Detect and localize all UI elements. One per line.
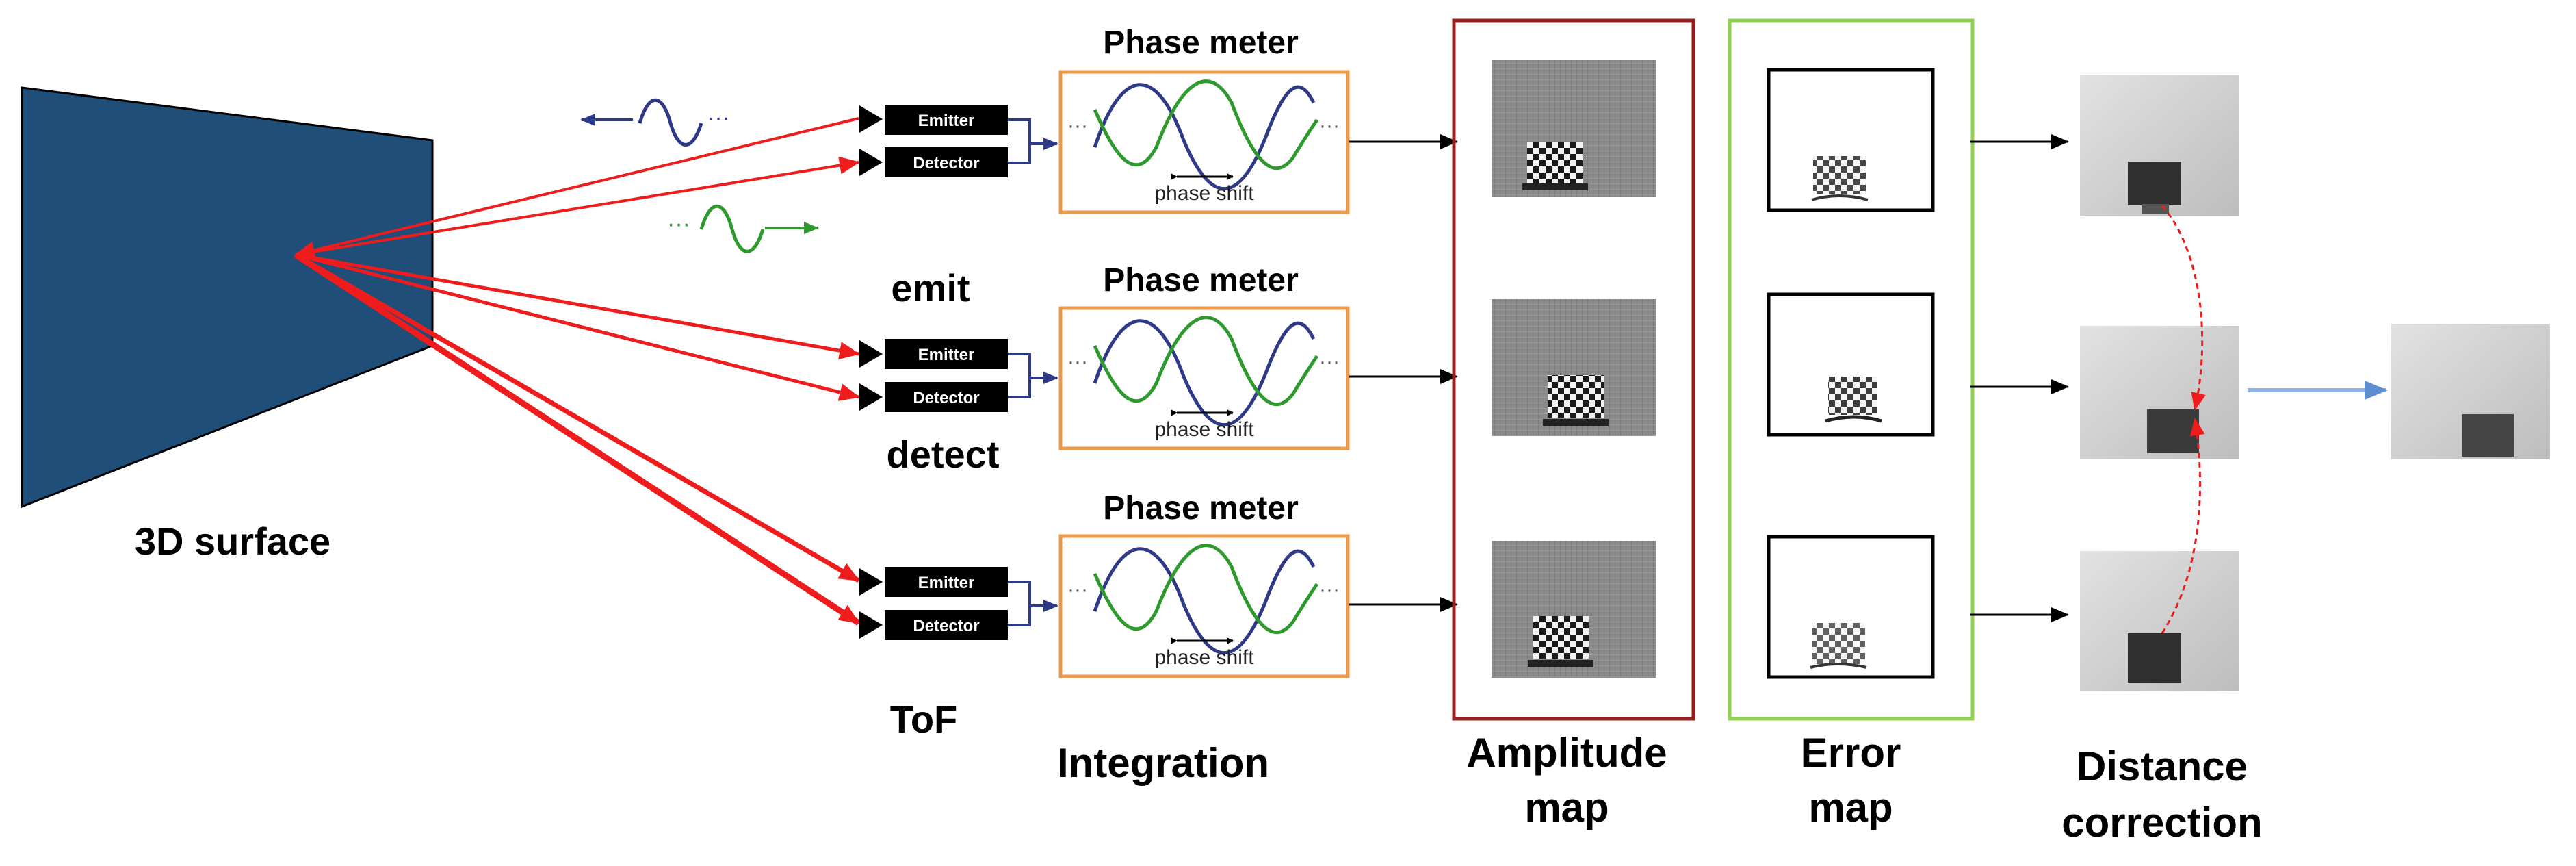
returned-wave-icon (699, 205, 765, 253)
detector-block (885, 382, 1008, 412)
beam-emit-3 (294, 252, 860, 583)
phase-meter-box (1058, 306, 1350, 450)
amplitude-image-1 (1492, 60, 1656, 197)
emitted-waveform (1093, 547, 1316, 655)
emitted-wave-icon (638, 99, 703, 147)
emitted-wave-glyph: ··· (580, 99, 730, 147)
beam-emit-1 (294, 117, 859, 259)
detect-label: detect (887, 433, 1000, 476)
phase-meter-title: Phase meter (1103, 262, 1299, 298)
error-image-3 (1767, 535, 1935, 679)
beams (294, 117, 861, 626)
amplitude-map-panel (1452, 18, 1695, 721)
detector-label: Detector (913, 617, 979, 635)
depth-image-corrected (2391, 324, 2550, 459)
phase-meter-dots-left: ··· (1067, 351, 1088, 373)
beam-return-1 (295, 156, 860, 256)
emitter-triangle-icon (859, 340, 883, 368)
emitter-label: Emitter (918, 574, 975, 592)
emitter-label: Emitter (918, 112, 975, 130)
depth-image-2 (2080, 326, 2239, 459)
beam-return-3 (294, 252, 861, 626)
phase-shift-label: phase shift (1154, 418, 1254, 441)
signal-connector (1008, 118, 1031, 164)
emitter-label: Emitter (918, 346, 975, 364)
phase-meter-dots-left: ··· (1067, 114, 1088, 137)
depth-image-1 (2080, 75, 2239, 216)
tof-label: ToF (890, 698, 957, 741)
returned-waveform (1093, 79, 1319, 170)
returned-wave-glyph: ··· (667, 205, 819, 253)
returned-waveform (1093, 316, 1319, 407)
phase-meter-dots-right: ··· (1319, 578, 1340, 601)
amplitude-image-2 (1492, 299, 1656, 436)
depth-image-3 (2080, 551, 2239, 691)
detector-triangle-icon (859, 149, 883, 176)
returned-waveform (1093, 544, 1319, 635)
signal-connector (1008, 581, 1031, 626)
distance-label-line2: correction (2061, 800, 2262, 845)
phase-meter-dots-right: ··· (1319, 114, 1340, 137)
error-label-line1: Error (1801, 730, 1901, 776)
amplitude-image-3 (1492, 541, 1656, 678)
beam-return-2 (295, 253, 860, 401)
detector-triangle-icon (859, 611, 883, 639)
emitted-wave-dots: ··· (707, 105, 730, 131)
detector-triangle-icon (859, 383, 883, 411)
phase-shift-label: phase shift (1154, 182, 1254, 205)
error-map-panel (1728, 18, 1975, 721)
amplitude-label-line2: map (1524, 785, 1609, 830)
emit-label: emit (891, 266, 970, 309)
phase-meter-title: Phase meter (1103, 25, 1299, 61)
error-label-line2: map (1808, 785, 1892, 830)
emitter-block (885, 339, 1008, 369)
emitter-triangle-icon (859, 105, 883, 133)
error-image-1 (1767, 68, 1935, 212)
phase-shift-label: phase shift (1154, 646, 1254, 669)
detector-block (885, 147, 1008, 177)
detector-label: Detector (913, 154, 979, 173)
channel-3: Emitter Detector Phase meter ··· ··· pha… (859, 490, 1458, 678)
error-image-2 (1767, 292, 1935, 437)
phase-meter-title: Phase meter (1103, 490, 1299, 526)
returned-wave-dots: ··· (667, 211, 690, 237)
distance-label-line1: Distance (2077, 743, 2248, 789)
emitted-waveform (1093, 83, 1316, 191)
channel-1: Emitter Detector Phase meter ··· ··· pha… (859, 25, 1458, 214)
integration-label: Integration (1057, 740, 1269, 786)
surface-label: 3D surface (135, 520, 330, 563)
detector-block (885, 610, 1008, 640)
emitter-triangle-icon (859, 568, 883, 596)
correction-arc-top (2161, 205, 2206, 411)
channel-2: Emitter Detector Phase meter ··· ··· pha… (859, 262, 1458, 450)
amplitude-label-line1: Amplitude (1466, 730, 1667, 776)
signal-connector (1008, 353, 1031, 398)
emitter-block (885, 105, 1008, 135)
correction-arc-bottom (2161, 418, 2205, 634)
detector-label: Detector (913, 389, 979, 407)
phase-meter-dots-left: ··· (1067, 578, 1088, 601)
beam-emit-2 (295, 253, 860, 359)
phase-meter-dots-right: ··· (1319, 351, 1340, 373)
emitter-block (885, 567, 1008, 597)
phase-meter-box (1058, 534, 1350, 678)
phase-meter-box (1058, 70, 1350, 214)
emitted-waveform (1093, 319, 1316, 427)
